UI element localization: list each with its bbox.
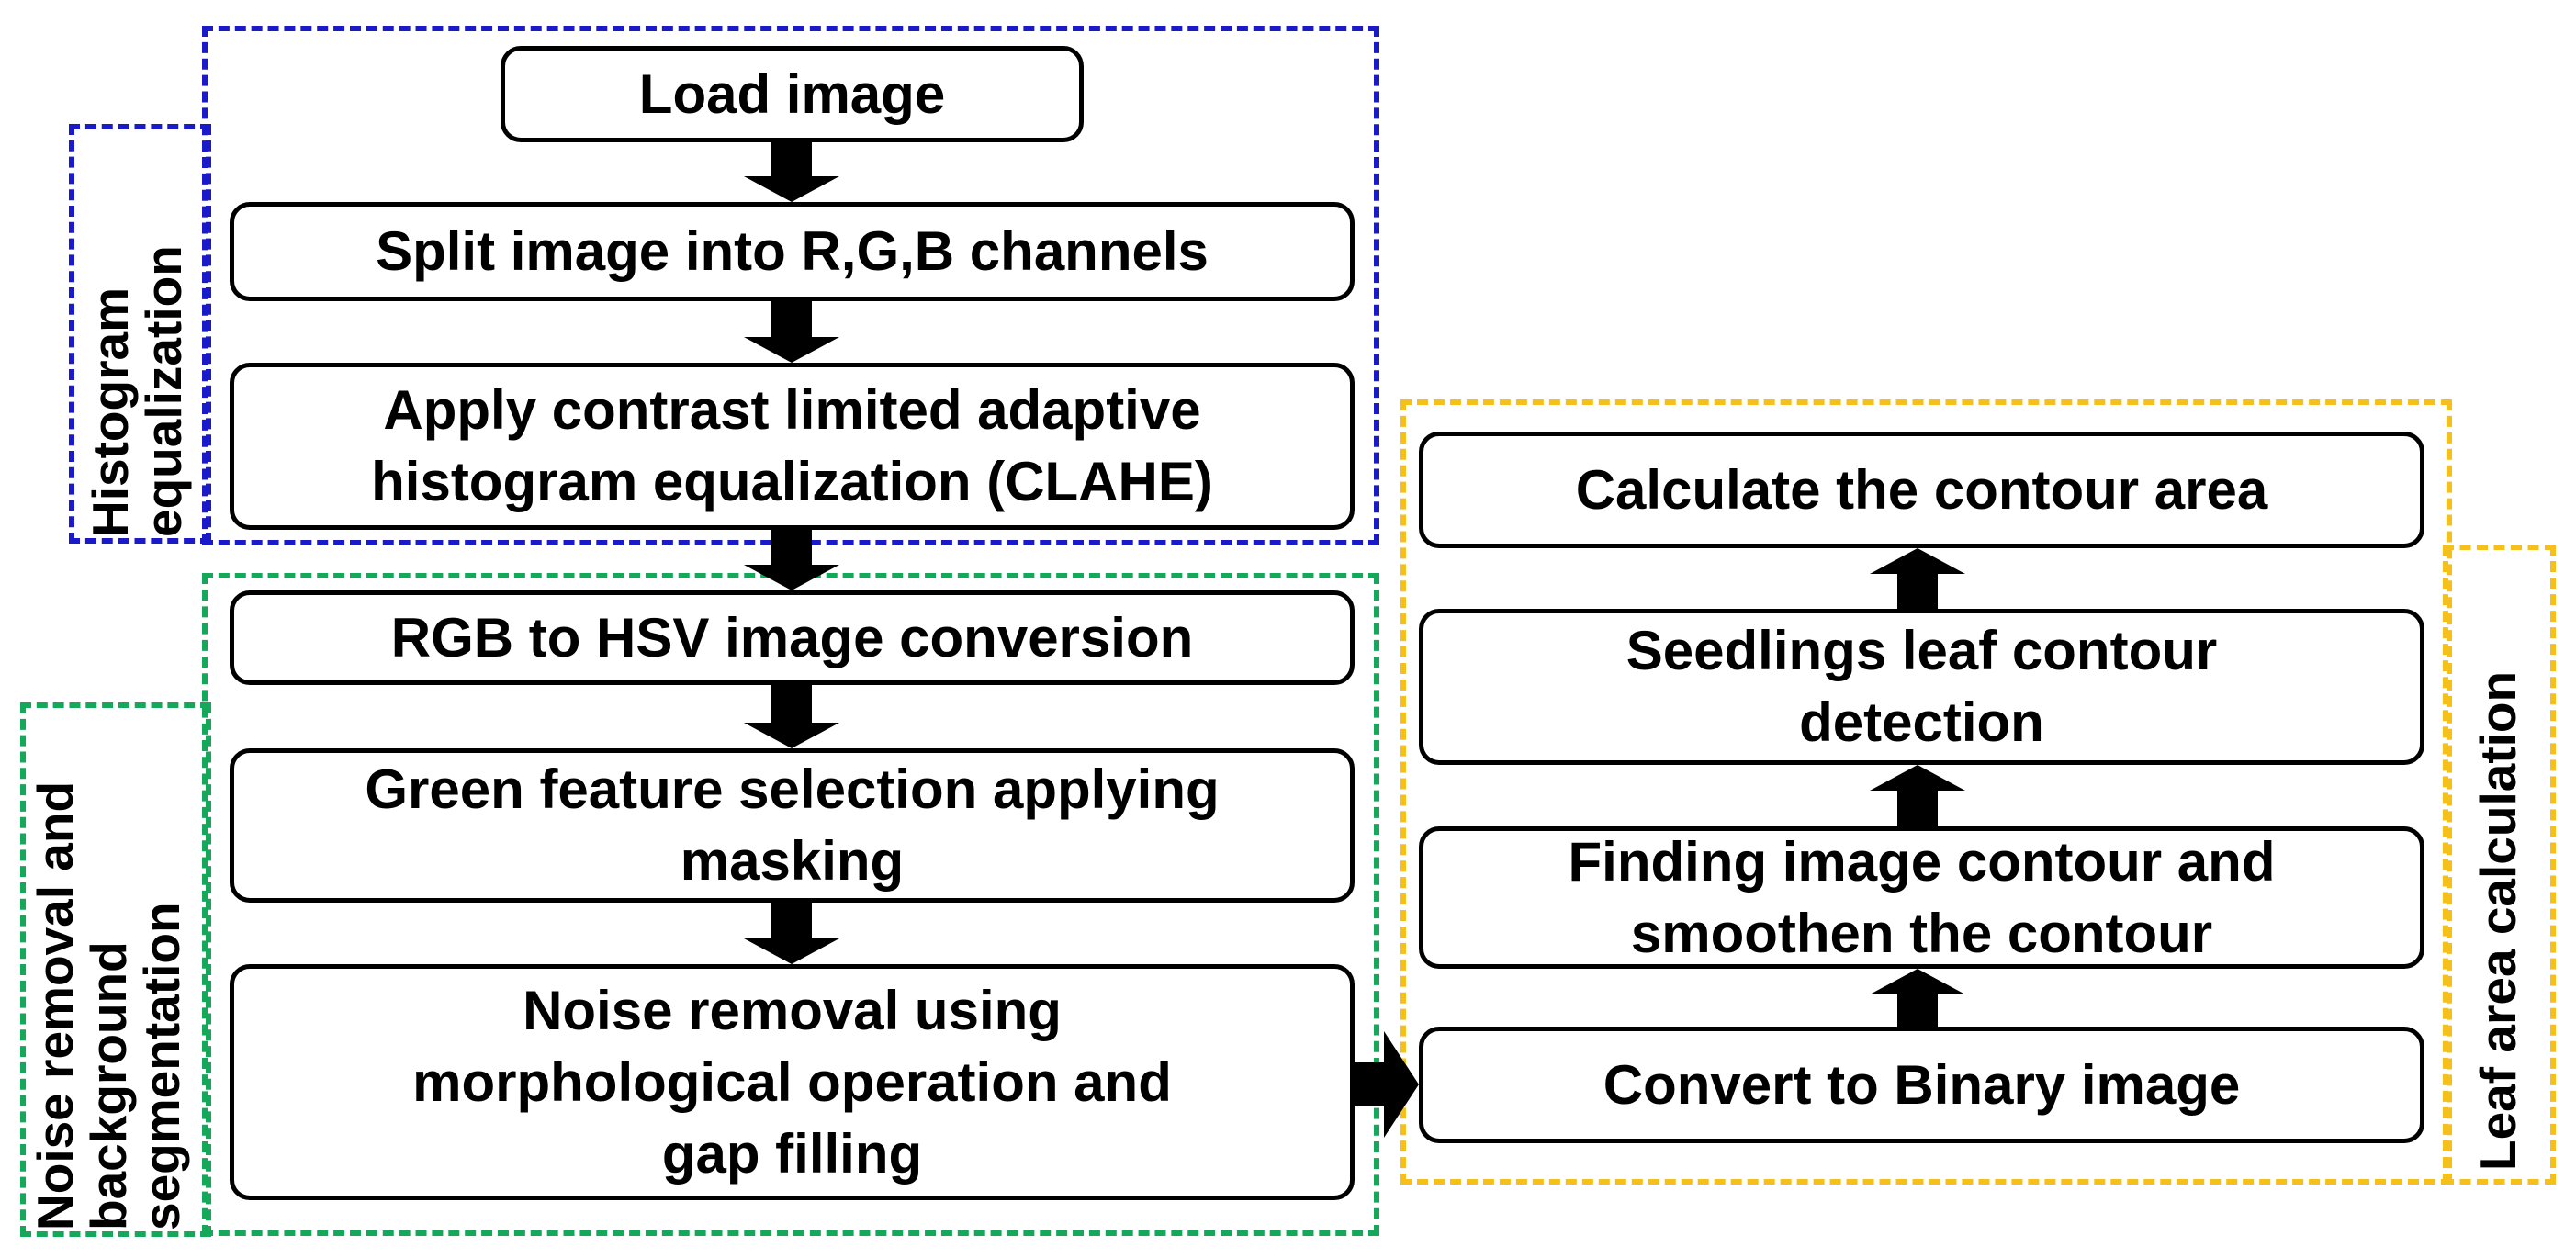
noise-group-label: Noise removal and background segmentatio… (27, 781, 190, 1230)
step-contour-area: Calculate the contour area (1419, 432, 2424, 548)
arrow-split-to-clahe (744, 301, 839, 363)
step-apply-clahe: Apply contrast limited adaptive histogra… (230, 363, 1355, 530)
arrow-load-to-split (744, 142, 839, 202)
arrow-green-to-noise (744, 903, 839, 964)
step-green-feature: Green feature selection applying masking (230, 748, 1355, 903)
arrow-detect-to-area (1870, 548, 1965, 609)
step-convert-binary: Convert to Binary image (1419, 1027, 2424, 1143)
leaf-label-box (2443, 545, 2556, 1185)
noise-label-line-3: segmentation (132, 902, 190, 1230)
step-load-image: Load image (501, 46, 1084, 142)
step-leaf-contour-detection: Seedlings leaf contour detection (1419, 609, 2424, 765)
leaf-group-label: Leaf area calculation (2469, 670, 2526, 1171)
leaf-group-box (1400, 399, 2452, 1185)
arrow-find-to-detect (1870, 765, 1965, 826)
arrow-hsv-to-green (744, 685, 839, 748)
step-noise-removal: Noise removal using morphological operat… (230, 964, 1355, 1200)
histogram-group-label: Histogram equalization (82, 245, 192, 537)
noise-label-line-2: background (79, 941, 137, 1230)
histogram-label-box (69, 124, 211, 544)
histogram-label-line-2: equalization (134, 245, 192, 537)
noise-label-line-1: Noise removal and (27, 781, 84, 1230)
noise-label-box (20, 702, 211, 1237)
step-split-channels: Split image into R,G,B channels (230, 202, 1355, 301)
leaf-label-line-1: Leaf area calculation (2469, 670, 2526, 1171)
step-find-contour: Finding image contour and smoothen the c… (1419, 826, 2424, 969)
arrow-clahe-to-hsv (744, 530, 839, 590)
arrow-noise-to-binary (1355, 1031, 1419, 1138)
step-rgb-to-hsv: RGB to HSV image conversion (230, 590, 1355, 685)
arrow-binary-to-find (1870, 969, 1965, 1027)
histogram-label-line-1: Histogram (82, 287, 139, 537)
